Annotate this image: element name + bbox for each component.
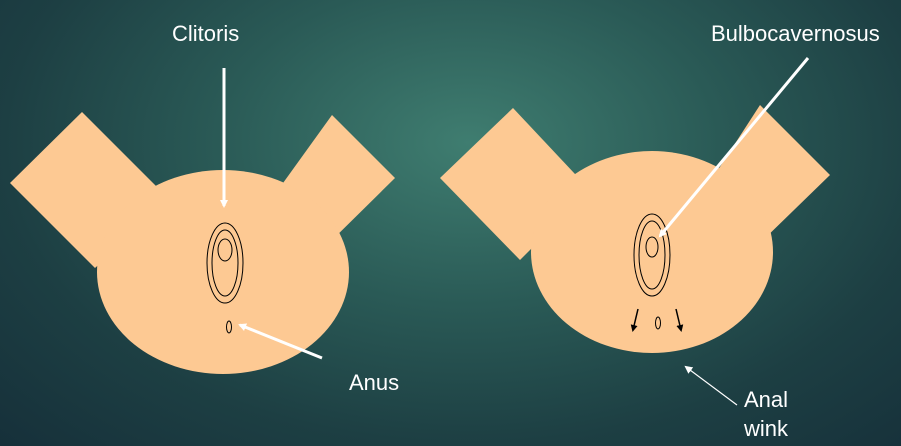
left-perineum-figure [10, 68, 395, 374]
right-perineum-figure [440, 58, 830, 405]
anal-wink-label-line2: wink [744, 416, 788, 442]
perineum-body [531, 151, 773, 353]
anus-label: Anus [349, 370, 399, 396]
anal-wink-arrow [686, 367, 737, 405]
clitoris-label: Clitoris [172, 21, 239, 47]
bulbocavernosus-label: Bulbocavernosus [711, 21, 880, 47]
anal-wink-label-line1: Anal [744, 387, 788, 413]
